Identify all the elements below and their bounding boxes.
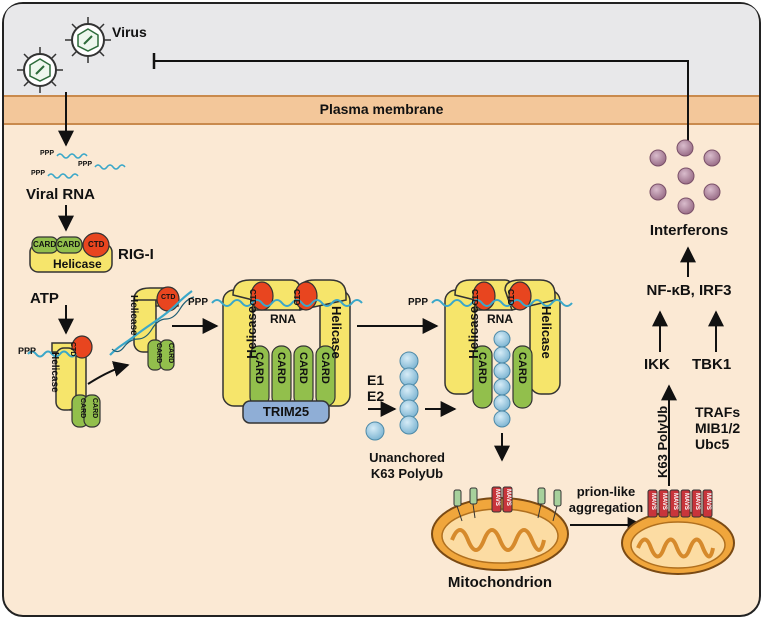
- helicase-label-c: Helicase: [128, 295, 139, 336]
- ppp-label-3: PPP: [31, 170, 46, 177]
- viral-rna-strands: [47, 153, 126, 179]
- plasma-membrane: [4, 95, 759, 125]
- ppp-label-1: PPP: [40, 150, 55, 157]
- card-label-l: CARD: [516, 352, 528, 384]
- ctd-label-c: CTD: [161, 294, 176, 301]
- unanchored-label-2: K63 PolyUb: [370, 466, 444, 481]
- nfkb-irf3-label: NF-κB, IRF3: [646, 282, 732, 299]
- ctd-label-g: CTD: [506, 289, 515, 306]
- card-label-h: CARD: [275, 352, 287, 384]
- prion-label-2: aggregation: [568, 500, 644, 515]
- helicase-label-e: Helicase: [329, 306, 344, 359]
- card-label-k: CARD: [476, 352, 488, 384]
- rig-i-label: RIG-I: [118, 246, 154, 263]
- rig-i-dimer-trim25: [211, 279, 363, 424]
- mavs-label-1: MAVS: [494, 489, 500, 506]
- rna-label-2: RNA: [487, 312, 513, 326]
- extracellular-space: [4, 4, 759, 95]
- card-label-f: CARD: [167, 343, 174, 364]
- rna-label-1: RNA: [270, 312, 296, 326]
- mib-label: MIB1/2: [695, 420, 741, 436]
- card-label-j: CARD: [319, 352, 331, 384]
- ikk-label: IKK: [644, 356, 670, 373]
- tbk1-label: TBK1: [692, 356, 732, 373]
- mitochondrion-left: [431, 486, 569, 571]
- card-label-c: CARD: [79, 398, 86, 419]
- e2-label: E2: [367, 388, 385, 404]
- mavs-label-5: MAVS: [672, 493, 678, 510]
- virus-label: Virus: [112, 24, 147, 40]
- card-label-g: CARD: [253, 352, 265, 384]
- plasma-membrane-label: Plasma membrane: [319, 101, 444, 117]
- ppp-label-2: PPP: [78, 161, 93, 168]
- helicase-label-f: Helicase: [466, 306, 481, 359]
- ubc5-label: Ubc5: [695, 436, 730, 452]
- ctd-label-a: CTD: [88, 240, 105, 249]
- helicase-label-a: Helicase: [53, 257, 102, 271]
- prion-label-1: prion-like: [576, 484, 636, 499]
- ppp-label-5: PPP: [188, 297, 209, 308]
- card-label-i: CARD: [297, 352, 309, 384]
- card-label-b: CARD: [57, 240, 81, 249]
- k63-polyub-label: K63 PolyUb: [655, 405, 670, 478]
- helicase-label-d: Helicase: [244, 306, 259, 359]
- rig-i-bent: [27, 335, 101, 428]
- mavs-label-3: MAVS: [650, 493, 656, 510]
- mavs-label-4: MAVS: [661, 493, 667, 510]
- ppp-label-4: PPP: [18, 346, 37, 356]
- rig-i-polyub-complex: [431, 279, 573, 428]
- ctd-label-f: CTD: [470, 289, 479, 306]
- viral-rna-label: Viral RNA: [26, 186, 95, 203]
- unanchored-label-1: Unanchored: [369, 450, 445, 465]
- ctd-label-e: CTD: [292, 289, 301, 306]
- card-label-a: CARD: [33, 240, 57, 249]
- ctd-label-b: CTD: [69, 342, 76, 357]
- ctd-label-d: CTD: [248, 289, 257, 306]
- interferon-inhibits-virus: [155, 60, 689, 142]
- rig-i-inactive: [29, 232, 113, 273]
- ppp-label-6: PPP: [408, 297, 429, 308]
- mitochondrion-right: [621, 489, 735, 575]
- e1-label: E1: [367, 372, 385, 388]
- helicase-label-g: Helicase: [539, 306, 554, 359]
- mavs-label-2: MAVS: [505, 489, 511, 506]
- card-label-e: CARD: [155, 343, 162, 364]
- trim25-label: TRIM25: [262, 404, 310, 419]
- rig-i-rna-bound: [109, 286, 195, 371]
- card-label-d: CARD: [91, 398, 98, 419]
- interferon-particles: [649, 139, 721, 215]
- virus-icon: [17, 17, 111, 93]
- mavs-label-7: MAVS: [694, 493, 700, 510]
- mavs-label-8: MAVS: [705, 493, 711, 510]
- atp-label: ATP: [30, 290, 59, 307]
- mavs-label-6: MAVS: [683, 493, 689, 510]
- helicase-label-b: Helicase: [49, 352, 60, 393]
- unanchored-polyub-chain: [365, 351, 419, 441]
- trafs-label: TRAFs: [695, 404, 741, 420]
- interferons-label: Interferons: [649, 222, 729, 239]
- mitochondrion-label: Mitochondrion: [447, 574, 553, 591]
